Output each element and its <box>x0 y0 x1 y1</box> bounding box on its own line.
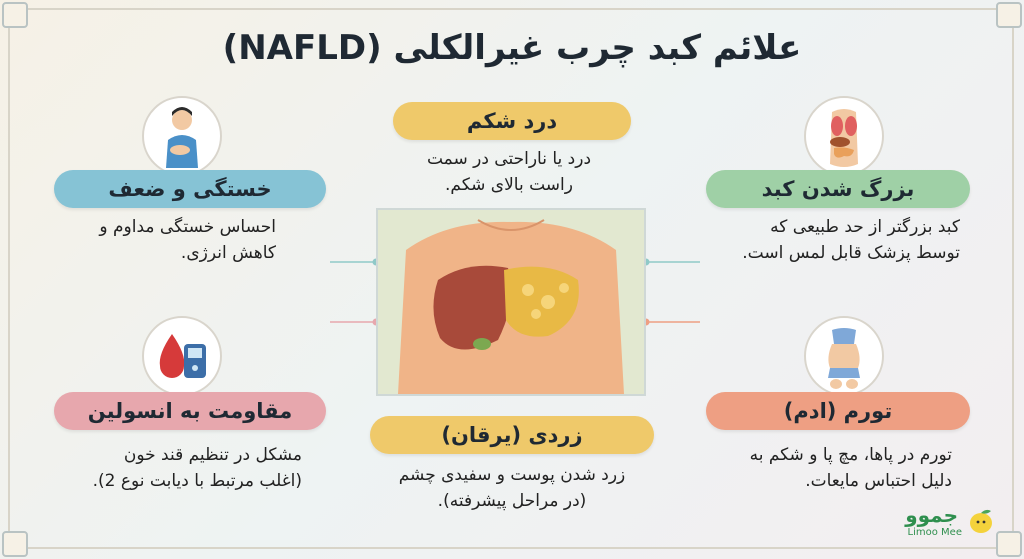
page-title: علائم کبد چرب غیرالکلی (NAFLD) <box>222 28 802 68</box>
edema-desc-line: دلیل احتباس مایعات. <box>805 471 952 491</box>
lemon-icon <box>970 509 992 533</box>
logo-name: جموو <box>905 503 958 527</box>
jaundice-desc: زرد شدن پوست و سفیدی چشم (در مراحل پیشرف… <box>372 462 652 514</box>
jaundice-desc-line: (در مراحل پیشرفته). <box>437 491 587 511</box>
enlarged-liver-desc-line: کبد بزرگتر از حد طبیعی که <box>770 217 960 237</box>
fatigue-desc: احساس خستگی مداوم و کاهش انرژی. <box>36 214 276 266</box>
enlarged-liver-desc-line: توسط پزشک قابل لمس است. <box>742 243 960 263</box>
enlarged-liver-title: بزرگ شدن کبد <box>761 177 915 201</box>
fatigue-title: خستگی و ضعف <box>108 177 272 201</box>
abdominal-pain-desc-line: درد یا ناراحتی در سمت <box>426 149 592 169</box>
edema-icon-circle <box>804 316 884 396</box>
edema-desc: تورم در پاها، مچ پا و شکم به دلیل احتباس… <box>692 442 952 494</box>
abdominal-pain-desc-line: راست بالای شکم. <box>445 175 573 195</box>
insulin-desc-line: مشکل در تنظیم قند خون <box>123 445 302 465</box>
fatigue-title-pill: خستگی و ضعف <box>54 170 326 208</box>
jaundice-title: زردی (یرقان) <box>441 423 583 447</box>
fatigue-icon-circle <box>142 96 222 176</box>
abdominal-pain-desc: درد یا ناراحتی در سمت راست بالای شکم. <box>394 146 624 198</box>
torso-liver-image <box>378 210 644 394</box>
insulin-title: مقاومت به انسولین <box>87 399 293 423</box>
corner-ornament <box>996 531 1022 557</box>
corner-ornament <box>2 2 28 28</box>
fatigue-desc-line: کاهش انرژی. <box>180 243 276 263</box>
abdominal-pain-title-pill: درد شکم <box>393 102 631 140</box>
enlarged-liver-desc: کبد بزرگتر از حد طبیعی که توسط پزشک قابل… <box>700 214 960 266</box>
swollen-body-icon <box>828 328 860 389</box>
liver-illustration <box>376 208 646 396</box>
tired-person-icon <box>166 107 198 168</box>
brand-logo: جموو Limoo Mee <box>902 503 1002 543</box>
edema-desc-line: تورم در پاها، مچ پا و شکم به <box>749 445 952 465</box>
enlarged-liver-title-pill: بزرگ شدن کبد <box>706 170 970 208</box>
corner-ornament <box>2 531 28 557</box>
fatigue-desc-line: احساس خستگی مداوم و <box>99 217 276 237</box>
abdominal-pain-title: درد شکم <box>466 109 558 133</box>
blood-glucose-meter-icon <box>159 334 206 378</box>
edema-title: تورم (ادم) <box>783 399 893 423</box>
enlarged-liver-icon-circle <box>804 96 884 176</box>
insulin-desc: مشکل در تنظیم قند خون (اغلب مرتبط با دیا… <box>32 442 302 494</box>
insulin-title-pill: مقاومت به انسولین <box>54 392 326 430</box>
logo-subtitle: Limoo Mee <box>907 527 962 538</box>
insulin-icon-circle <box>142 316 222 396</box>
decorative-frame <box>8 8 1014 549</box>
corner-ornament <box>996 2 1022 28</box>
edema-title-pill: تورم (ادم) <box>706 392 970 430</box>
jaundice-title-pill: زردی (یرقان) <box>370 416 654 454</box>
organs-icon <box>830 109 858 167</box>
jaundice-desc-line: زرد شدن پوست و سفیدی چشم <box>398 465 626 485</box>
insulin-desc-line: (اغلب مرتبط با دیابت نوع 2). <box>92 471 302 491</box>
